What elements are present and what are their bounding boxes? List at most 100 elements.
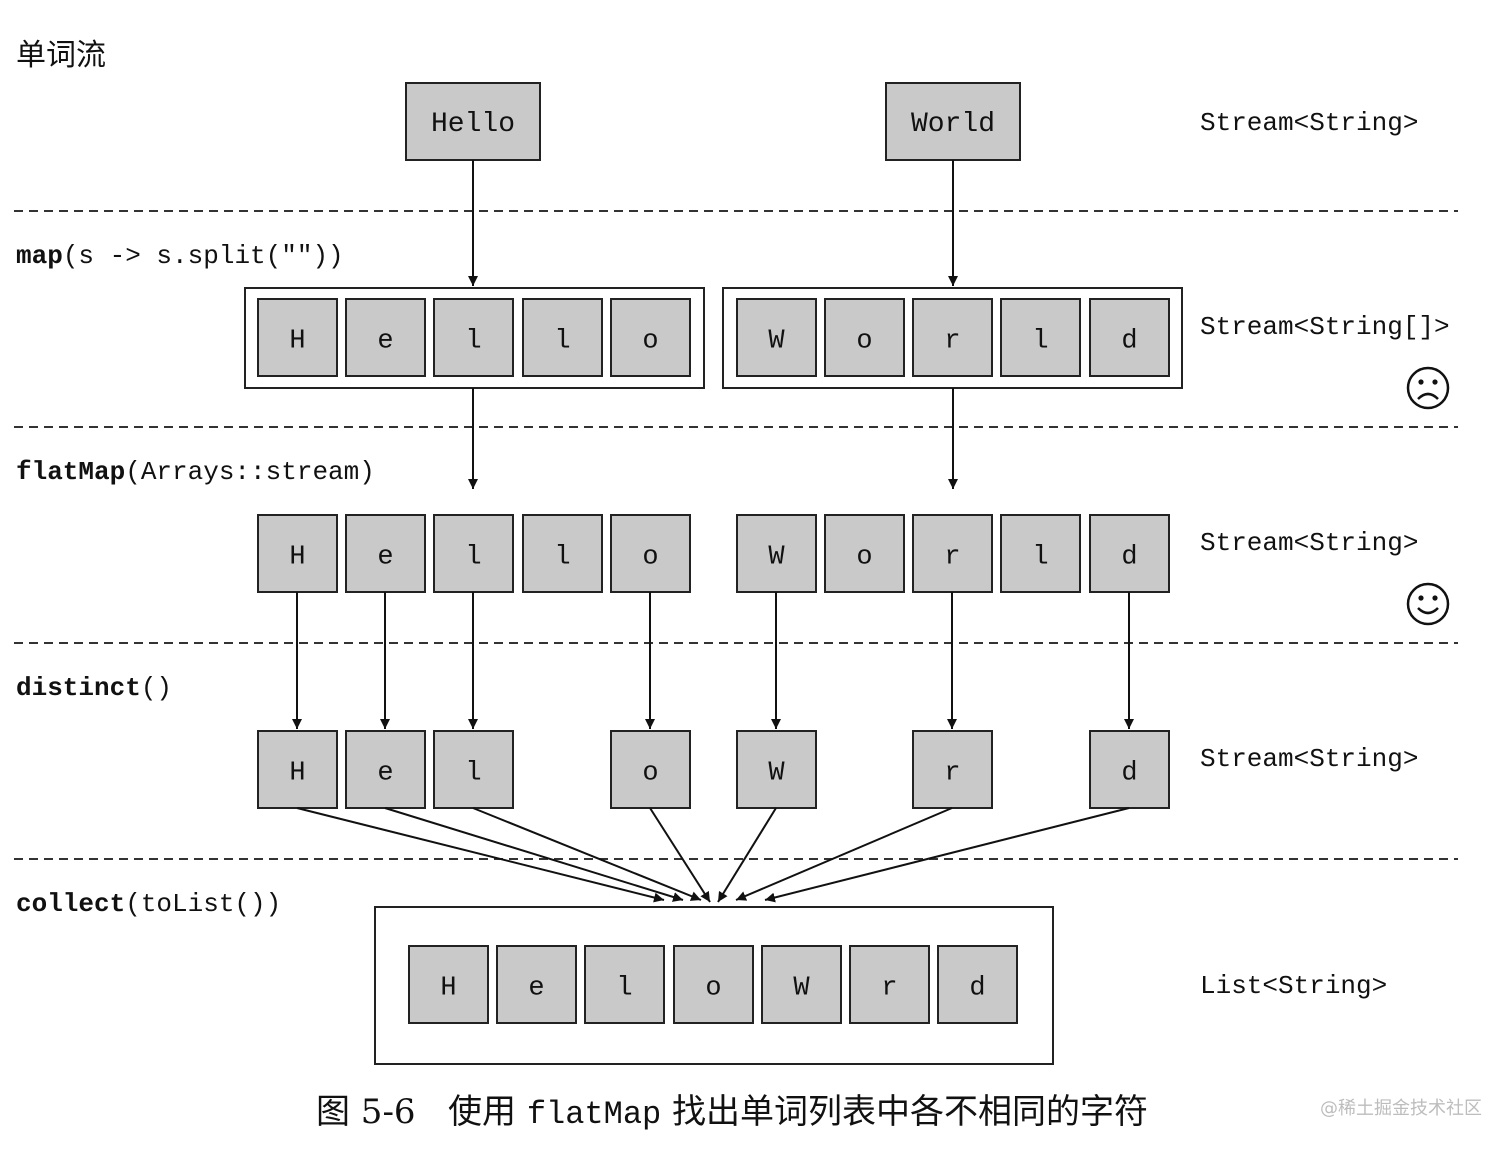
caption-prefix: 使用 <box>448 1092 516 1132</box>
letter-label: o <box>642 759 658 789</box>
diagram-title: 单词流 <box>16 38 106 73</box>
letter-label: W <box>768 543 785 573</box>
op-name: collect <box>16 889 125 919</box>
letter-label: W <box>768 759 785 789</box>
letter-label: e <box>377 327 393 357</box>
letter-cell: d <box>1089 298 1170 377</box>
letter-cell: d <box>937 945 1018 1024</box>
op-name: map <box>16 241 63 271</box>
letter-label: r <box>944 759 960 789</box>
letter-cell: r <box>912 298 993 377</box>
letter-label: l <box>1032 327 1048 357</box>
letter-cell: l <box>433 298 514 377</box>
letter-cell: l <box>433 514 514 593</box>
letter-cell: H <box>408 945 489 1024</box>
letter-label: l <box>465 759 481 789</box>
op-name: distinct <box>16 673 141 703</box>
op-args: (toList()) <box>125 889 281 919</box>
letter-cell: e <box>496 945 577 1024</box>
flow-arrow <box>296 807 665 903</box>
letter-label: e <box>377 543 393 573</box>
letter-cell: o <box>610 298 691 377</box>
letter-cell: d <box>1089 730 1170 809</box>
letter-label: l <box>465 327 481 357</box>
letter-label: e <box>528 974 544 1004</box>
word-label: World <box>911 109 995 140</box>
type-label-row0: Stream<String> <box>1200 108 1418 138</box>
caption-figure-number: 图 5-6 <box>316 1092 416 1132</box>
op-label-distinct: distinct() <box>16 673 172 703</box>
letter-cell: r <box>849 945 930 1024</box>
letter-label: H <box>289 327 305 357</box>
letter-cell: W <box>761 945 842 1024</box>
letter-label: W <box>793 974 810 1004</box>
type-label-row2: Stream<String> <box>1200 528 1418 558</box>
flow-arrow <box>384 807 684 902</box>
letter-label: H <box>440 974 456 1004</box>
letter-label: r <box>881 974 897 1004</box>
letter-label: l <box>554 543 570 573</box>
letter-cell: W <box>736 298 817 377</box>
letter-label: d <box>1121 327 1137 357</box>
letter-cell: l <box>1000 298 1081 377</box>
flow-arrow <box>649 807 711 903</box>
letter-cell: o <box>824 514 905 593</box>
op-name: flatMap <box>16 457 125 487</box>
letter-cell: e <box>345 514 426 593</box>
letter-label: l <box>1032 543 1048 573</box>
letter-cell: l <box>522 298 603 377</box>
letter-label: d <box>969 974 985 1004</box>
flow-arrow <box>735 807 953 901</box>
letter-label: l <box>554 327 570 357</box>
letter-label: o <box>856 327 872 357</box>
letter-cell: e <box>345 730 426 809</box>
letter-cell: H <box>257 514 338 593</box>
letter-label: H <box>289 543 305 573</box>
letter-label: r <box>944 543 960 573</box>
letter-label: o <box>642 327 658 357</box>
letter-cell: W <box>736 730 817 809</box>
letter-label: o <box>856 543 872 573</box>
letter-label: W <box>768 327 785 357</box>
letter-label: H <box>289 759 305 789</box>
flow-arrow <box>717 807 777 903</box>
letter-cell: o <box>824 298 905 377</box>
letter-cell: d <box>1089 514 1170 593</box>
letter-cell: l <box>522 514 603 593</box>
letter-label: d <box>1121 759 1137 789</box>
letter-label: r <box>944 327 960 357</box>
caption-suffix: 找出单词列表中各不相同的字符 <box>672 1092 1149 1132</box>
op-label-map: map(s -> s.split("")) <box>16 241 344 271</box>
letter-cell: W <box>736 514 817 593</box>
letter-cell: o <box>610 514 691 593</box>
op-args: (s -> s.split("")) <box>63 241 344 271</box>
type-label-row1: Stream<String[]> <box>1200 312 1450 342</box>
op-args: (Arrays::stream) <box>125 457 375 487</box>
letter-label: o <box>705 974 721 1004</box>
op-label-flatmap: flatMap(Arrays::stream) <box>16 457 375 487</box>
sad-face-icon <box>1406 366 1450 410</box>
letter-cell: o <box>610 730 691 809</box>
word-label: Hello <box>431 109 515 140</box>
letter-cell: H <box>257 730 338 809</box>
flow-arrow <box>764 807 1130 903</box>
caption-code: flatMap <box>526 1096 662 1133</box>
op-args: () <box>141 673 172 703</box>
letter-cell: l <box>584 945 665 1024</box>
watermark: @稀土掘金技术社区 <box>1320 1098 1482 1119</box>
letter-label: o <box>642 543 658 573</box>
letter-cell: r <box>912 730 993 809</box>
figure-caption: 图 5-6 使用 flatMap 找出单词列表中各不相同的字符 <box>316 1084 1148 1133</box>
happy-face-icon <box>1406 582 1450 626</box>
type-label-row4: List<String> <box>1200 971 1387 1001</box>
word-box-hello: Hello <box>405 82 541 161</box>
letter-cell: e <box>345 298 426 377</box>
type-label-row3: Stream<String> <box>1200 744 1418 774</box>
letter-cell: l <box>433 730 514 809</box>
arrows <box>292 160 1134 903</box>
letter-cell: r <box>912 514 993 593</box>
flow-arrow <box>472 807 702 901</box>
